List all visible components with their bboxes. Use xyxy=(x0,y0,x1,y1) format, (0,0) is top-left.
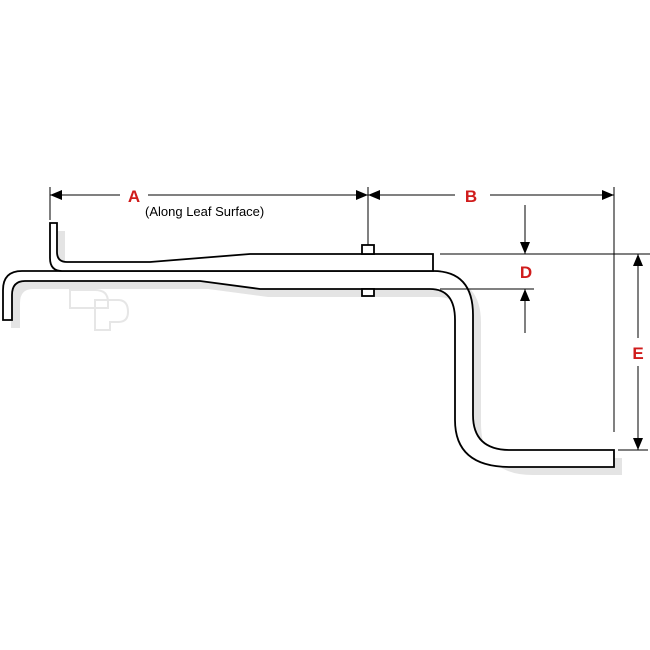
dp-watermark-logo xyxy=(69,289,130,331)
dimension-lines xyxy=(49,187,650,451)
upper-leaf xyxy=(49,222,434,272)
center-bolt-head xyxy=(361,244,375,255)
center-bolt-nut xyxy=(361,288,375,297)
label-a-note: (Along Leaf Surface) xyxy=(145,204,264,219)
label-d: D xyxy=(520,263,532,282)
label-b: B xyxy=(465,187,477,206)
label-a: A xyxy=(128,187,140,206)
label-e: E xyxy=(632,344,643,363)
